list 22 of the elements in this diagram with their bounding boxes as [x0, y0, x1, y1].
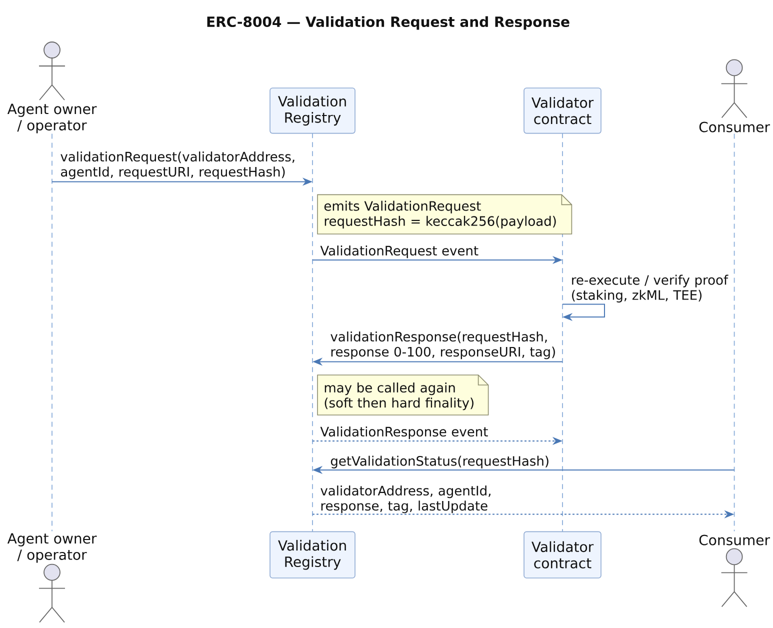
self-arrow — [562, 304, 605, 322]
note: emits ValidationRequest requestHash = keccak256(payload) — [317, 194, 572, 234]
participant-box: Validator contract — [524, 531, 602, 578]
lifeline — [562, 132, 563, 532]
message-label: getValidationStatus(requestHash) — [330, 456, 548, 468]
actor-name: Consumer — [699, 534, 770, 546]
lifeline — [734, 133, 735, 532]
message-label: validationResponse(requestHash, response 0-100, responseURI, tag) — [330, 332, 555, 360]
lifeline — [312, 132, 313, 532]
actor-name: Agent owner / operator — [7, 104, 97, 134]
title: ERC-8004 — Validation Request and Response — [207, 16, 570, 30]
participant-box: Validator contract — [524, 88, 602, 134]
note: may be called again (soft then hard finality) — [317, 374, 489, 416]
actor-name: Consumer — [699, 122, 770, 132]
participant-box: Validation Registry — [270, 88, 356, 134]
message-label: ValidationRequest event — [320, 246, 478, 258]
actor-name: Agent owner / operator — [7, 533, 97, 563]
message-label: ValidationResponse event — [320, 426, 488, 440]
participant-box: Validation Registry — [270, 531, 356, 578]
message-label: re-execute / verify proof (staking, zkML, TEE) — [572, 274, 728, 302]
message-label: validatorAddress, agentId, response, tag, lastUpdate — [320, 486, 490, 514]
message-label: validationRequest(validatorAddress, agentId, requestURI, requestHash) — [60, 152, 294, 180]
